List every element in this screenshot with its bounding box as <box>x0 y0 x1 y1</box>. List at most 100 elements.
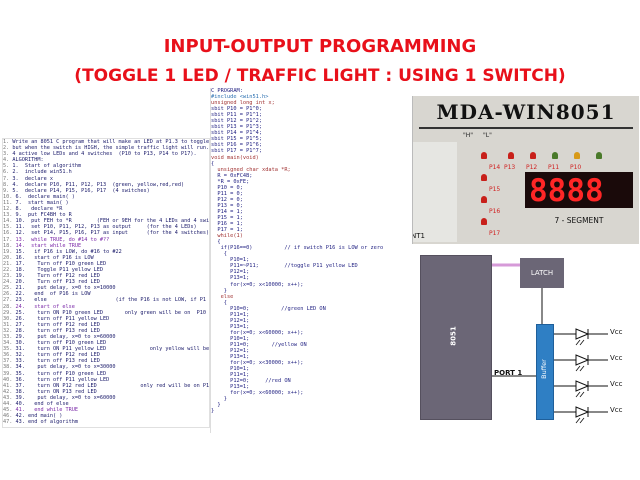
algorithm-line: 3. 4 active low LEDs and 4 switches (P10… <box>3 151 209 157</box>
code-line: P16 = 1; <box>211 221 243 228</box>
line-text: 31. turn ON P11 yellow LED only yellow w… <box>15 346 210 353</box>
line-text: 21. put delay, x=0 to x=10000 <box>15 285 116 292</box>
line-text: 34. put delay, x=0 to x=30000 <box>15 364 116 371</box>
code-line: sbit P17 = P1^7; <box>211 148 263 155</box>
algorithm-line: 45. 41. end while TRUE <box>3 407 209 413</box>
algorithm-line: 1. Write an 8051 C program that will mak… <box>3 139 209 145</box>
line-text: 4 active low LEDs and 4 switches (P10 to… <box>12 151 197 158</box>
code-line: P11 = 0; <box>211 190 243 197</box>
line-number: 2. <box>3 145 10 152</box>
algorithm-listing: 1. Write an 8051 C program that will mak… <box>2 138 210 428</box>
light-arrow-icon <box>579 339 585 346</box>
algorithm-line: 4. ALGORITHM: <box>3 157 209 163</box>
code-line: P12=0; //red ON <box>211 378 291 385</box>
line-text: 38. turn ON P13 red LED <box>15 388 97 395</box>
code-line: P15 = 1; <box>211 214 243 221</box>
line-text: 39. put delay, x=0 to x=60000 <box>15 394 116 401</box>
line-number: 12. <box>3 206 13 213</box>
line-text: 30. turn off P10 green LED <box>15 340 107 347</box>
algorithm-line: 17. 13. while TRUE, do #14 to #?? <box>3 237 209 243</box>
line-number: 30. <box>3 315 13 322</box>
algorithm-line: 12. 8. declare *R <box>3 206 209 212</box>
brand-underline <box>419 127 633 129</box>
title-line-2: (TOGGLE 1 LED / TRAFFIC LIGHT : USING 1 … <box>74 66 566 86</box>
line-number: 11. <box>3 199 13 206</box>
code-line: P12=1; <box>211 269 250 276</box>
code-line: sbit P15 = P1^5; <box>211 136 263 143</box>
algorithm-line: 39. 35. turn off P10 green LED <box>3 371 209 377</box>
led-label-p12: P12 <box>526 164 538 171</box>
line-text: 15. if P16 is LOW, do #16 to #22 <box>15 248 122 255</box>
line-number: 14. <box>3 218 13 225</box>
algorithm-line: 9. 5. declare P14, P15, P16, P17 (4 swit… <box>3 188 209 194</box>
line-number: 45. <box>3 407 13 414</box>
code-line: sbit P12 = P1^2; <box>211 118 263 125</box>
latch-block: LATCH <box>520 258 564 288</box>
light-arrow-icon <box>575 417 581 424</box>
switch-low-label: "L" <box>483 132 492 139</box>
line-text: 8. declare *R <box>15 206 63 213</box>
code-line: P12 = 0; <box>211 196 243 203</box>
line-text: but when the switch is HIGH, the simple … <box>12 145 210 152</box>
line-text: 37. turn ON P12 red LED only red will be… <box>15 382 210 389</box>
code-line: P13 = 0; <box>211 202 243 209</box>
switch-label-p16: P16 <box>489 208 501 215</box>
line-number: 15. <box>3 224 13 231</box>
code-line: void main(void) <box>211 154 259 161</box>
light-arrow-icon <box>575 391 581 398</box>
vcc-label-3: Vcc <box>610 380 623 388</box>
line-text: 32. turn off P12 red LED <box>15 352 100 359</box>
algorithm-line: 22. 18. Toggle P11 yellow LED <box>3 267 209 273</box>
diagram-wires <box>490 263 608 424</box>
line-text: 20. Turn off P13 red LED <box>15 279 100 286</box>
algorithm-line: 42. 38. turn ON P13 red LED <box>3 389 209 395</box>
line-text: 14. start while TRUE <box>15 242 82 249</box>
algorithm-line: 18. 14. start while TRUE <box>3 243 209 249</box>
switch-high-label: "H" <box>463 132 474 139</box>
line-number: 25. <box>3 285 13 292</box>
algorithm-line: 34. 30. turn off P10 green LED <box>3 340 209 346</box>
line-text: 2. include win51.h <box>12 169 72 176</box>
code-line: } <box>211 396 227 403</box>
line-text: 7. start main( ) <box>15 199 69 206</box>
algorithm-line: 35. 31. turn ON P11 yellow LED only yell… <box>3 346 209 352</box>
line-number: 43. <box>3 394 13 401</box>
switch-label-p14: P14 <box>489 164 501 171</box>
code-line: #include <win51.h> <box>211 94 269 101</box>
line-text: 10. put FEH to *R (FEH or 9EH for the 4 … <box>15 218 210 225</box>
led-label-p10: P10 <box>570 164 582 171</box>
line-text: 36. turn off P11 yellow LED <box>15 376 110 383</box>
board-brand: MDA-WIN8051 <box>436 100 616 124</box>
code-line: P10=1; <box>211 257 250 264</box>
algorithm-line: 31. 27. turn off P12 red LED <box>3 322 209 328</box>
line-number: 38. <box>3 364 13 371</box>
code-line: P12=1; <box>211 317 250 324</box>
line-text: 23. else (if the P16 is not LOW, if P1 <box>15 297 207 304</box>
led-p10-icon <box>574 152 580 159</box>
c-program-listing: C PROGRAM:#include <win51.h>unsigned lon… <box>210 88 401 433</box>
line-number: 37. <box>3 358 13 365</box>
algorithm-line: 2. but when the switch is HIGH, the simp… <box>3 145 209 151</box>
light-arrow-icon <box>575 365 581 372</box>
algorithm-line: 19. 15. if P16 is LOW, do #16 to #22 <box>3 249 209 255</box>
code-line: P13=1; <box>211 275 250 282</box>
code-line: for(x=0; x<30000; x++); <box>211 360 304 367</box>
code-line: { <box>211 239 221 246</box>
buffer-block <box>536 324 554 420</box>
line-number: 19. <box>3 248 13 255</box>
line-number: 5. <box>3 163 10 170</box>
algorithm-line: 41. 37. turn ON P12 red LED only red wil… <box>3 383 209 389</box>
led-diode-icon <box>575 380 590 392</box>
led-diode-icon <box>575 406 590 418</box>
code-line: P10=1; <box>211 366 250 373</box>
vcc-label-2: Vcc <box>610 354 623 362</box>
algorithm-line: 40. 36. turn off P11 yellow LED <box>3 377 209 383</box>
algorithm-line: 11. 7. start main( ) <box>3 200 209 206</box>
code-line: P11=1; <box>211 311 250 318</box>
code-line: C PROGRAM: <box>211 88 243 94</box>
switch-p17-led-icon <box>481 218 487 225</box>
code-line: R = 0xFC4B; <box>211 172 253 179</box>
algorithm-line: 25. 21. put delay, x=0 to x=10000 <box>3 285 209 291</box>
algorithm-line: 13. 9. put FC4BH to R <box>3 212 209 218</box>
algorithm-line: 32. 28. turn off P13 red LED <box>3 328 209 334</box>
